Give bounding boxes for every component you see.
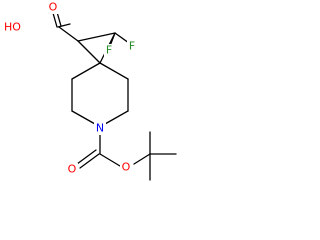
fluorine-right-label: F [129, 40, 135, 53]
bond-c1-c2 [77, 32, 116, 42]
bond-carbonyl-ether-o [99, 153, 121, 167]
bond-carbonyl-o-double-b [76, 149, 97, 165]
bond-cooh-c-o-double-a [52, 12, 58, 28]
fluorine-left: F [104, 44, 115, 57]
bond-left-lower-n [71, 110, 96, 125]
bond-carbonyl-o-double-a [79, 153, 100, 169]
bonds [52, 11, 177, 181]
nitrogen-atom: N [94, 122, 106, 135]
carbonyl-oxygen-bottom-label: O [68, 163, 77, 176]
bond-spiro-left [71, 62, 101, 80]
hydroxyl-group: HO [4, 20, 24, 34]
bond-c1-spiro [77, 40, 101, 64]
bond-c2-f-left [109, 32, 116, 47]
bond-ether-o-quaternary-c [133, 153, 151, 165]
carbonyl-oxygen-bottom: O [66, 163, 78, 176]
carbonyl-oxygen-top-label: O [49, 1, 58, 14]
fluorine-left-label: F [106, 44, 112, 57]
bond-right-lower-n [104, 110, 129, 125]
nitrogen-label: N [96, 122, 104, 135]
bond-spiro-right [99, 62, 129, 80]
atom-labels: HO O F F N O O [4, 1, 138, 176]
hydroxyl-label: HO [4, 21, 21, 34]
structural-formula: HO O F F N O O [4, 1, 177, 181]
ether-oxygen-label: O [122, 161, 131, 174]
carbonyl-oxygen-top: O [47, 1, 59, 14]
bond-cooh-c-o-double-b [56, 11, 62, 27]
bond-c2-f-right [114, 32, 130, 44]
bond-c1-cooh [58, 26, 79, 42]
fluorine-right: F [127, 40, 138, 53]
ether-oxygen: O [120, 161, 132, 174]
bond-cooh-c-oh [57, 23, 71, 28]
